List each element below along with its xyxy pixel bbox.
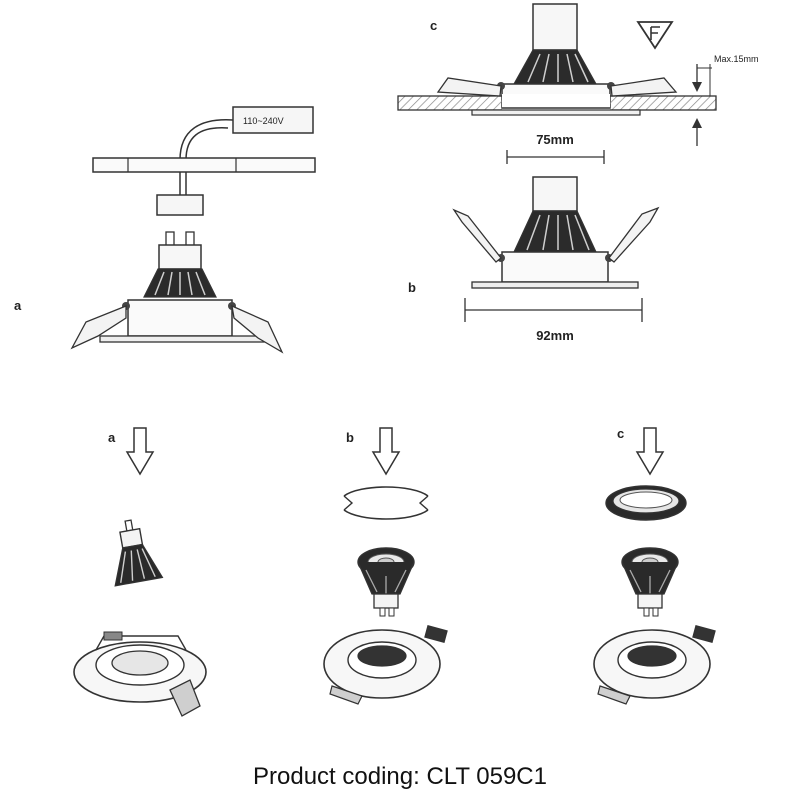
ceiling-beam xyxy=(92,157,316,173)
assembly-label-c: c xyxy=(617,426,624,441)
driver-voltage-label: 110~240V xyxy=(243,116,284,126)
figure-c-ceiling-depth: c Max.15mm 75mm xyxy=(397,3,759,164)
gu10-bulb-c xyxy=(621,547,679,617)
spring-clip-right xyxy=(231,304,284,354)
assembly-a: a xyxy=(73,427,207,717)
warning-triangle-icon xyxy=(636,21,674,50)
dimension-92-label: 92mm xyxy=(536,328,574,343)
bulb-cap-c xyxy=(532,3,578,51)
label-a: a xyxy=(14,298,22,313)
assembly-c: c xyxy=(593,426,716,705)
connector-block xyxy=(156,194,204,216)
gu10-bulb-a xyxy=(114,519,164,587)
arrow-down-icon xyxy=(371,427,401,476)
assembly-label-b: b xyxy=(346,430,354,445)
label-b: b xyxy=(408,280,416,295)
label-c: c xyxy=(430,18,437,33)
product-coding: Product coding: CLT 059C1 xyxy=(253,763,547,790)
assembly-b: b xyxy=(323,427,448,705)
dimension-75-label: 75mm xyxy=(536,132,574,147)
figure-b-fixture-width: b 92mm xyxy=(408,176,660,343)
arrow-down-icon xyxy=(125,427,155,476)
arrow-down-icon xyxy=(635,427,665,476)
gu10-bulb xyxy=(143,244,217,298)
gu10-bulb-b xyxy=(357,547,415,617)
spring-clip-left xyxy=(70,305,127,350)
assembly-label-a: a xyxy=(108,430,116,445)
fixture-trim xyxy=(99,335,265,343)
figure-a-wiring: 110~240V a xyxy=(14,106,316,354)
retaining-clip-b xyxy=(343,486,429,497)
spring-clip-a xyxy=(169,679,201,717)
max-depth-label: Max.15mm xyxy=(714,54,759,64)
fixture-body xyxy=(127,299,233,337)
bulb-heatsink-c xyxy=(512,49,598,85)
